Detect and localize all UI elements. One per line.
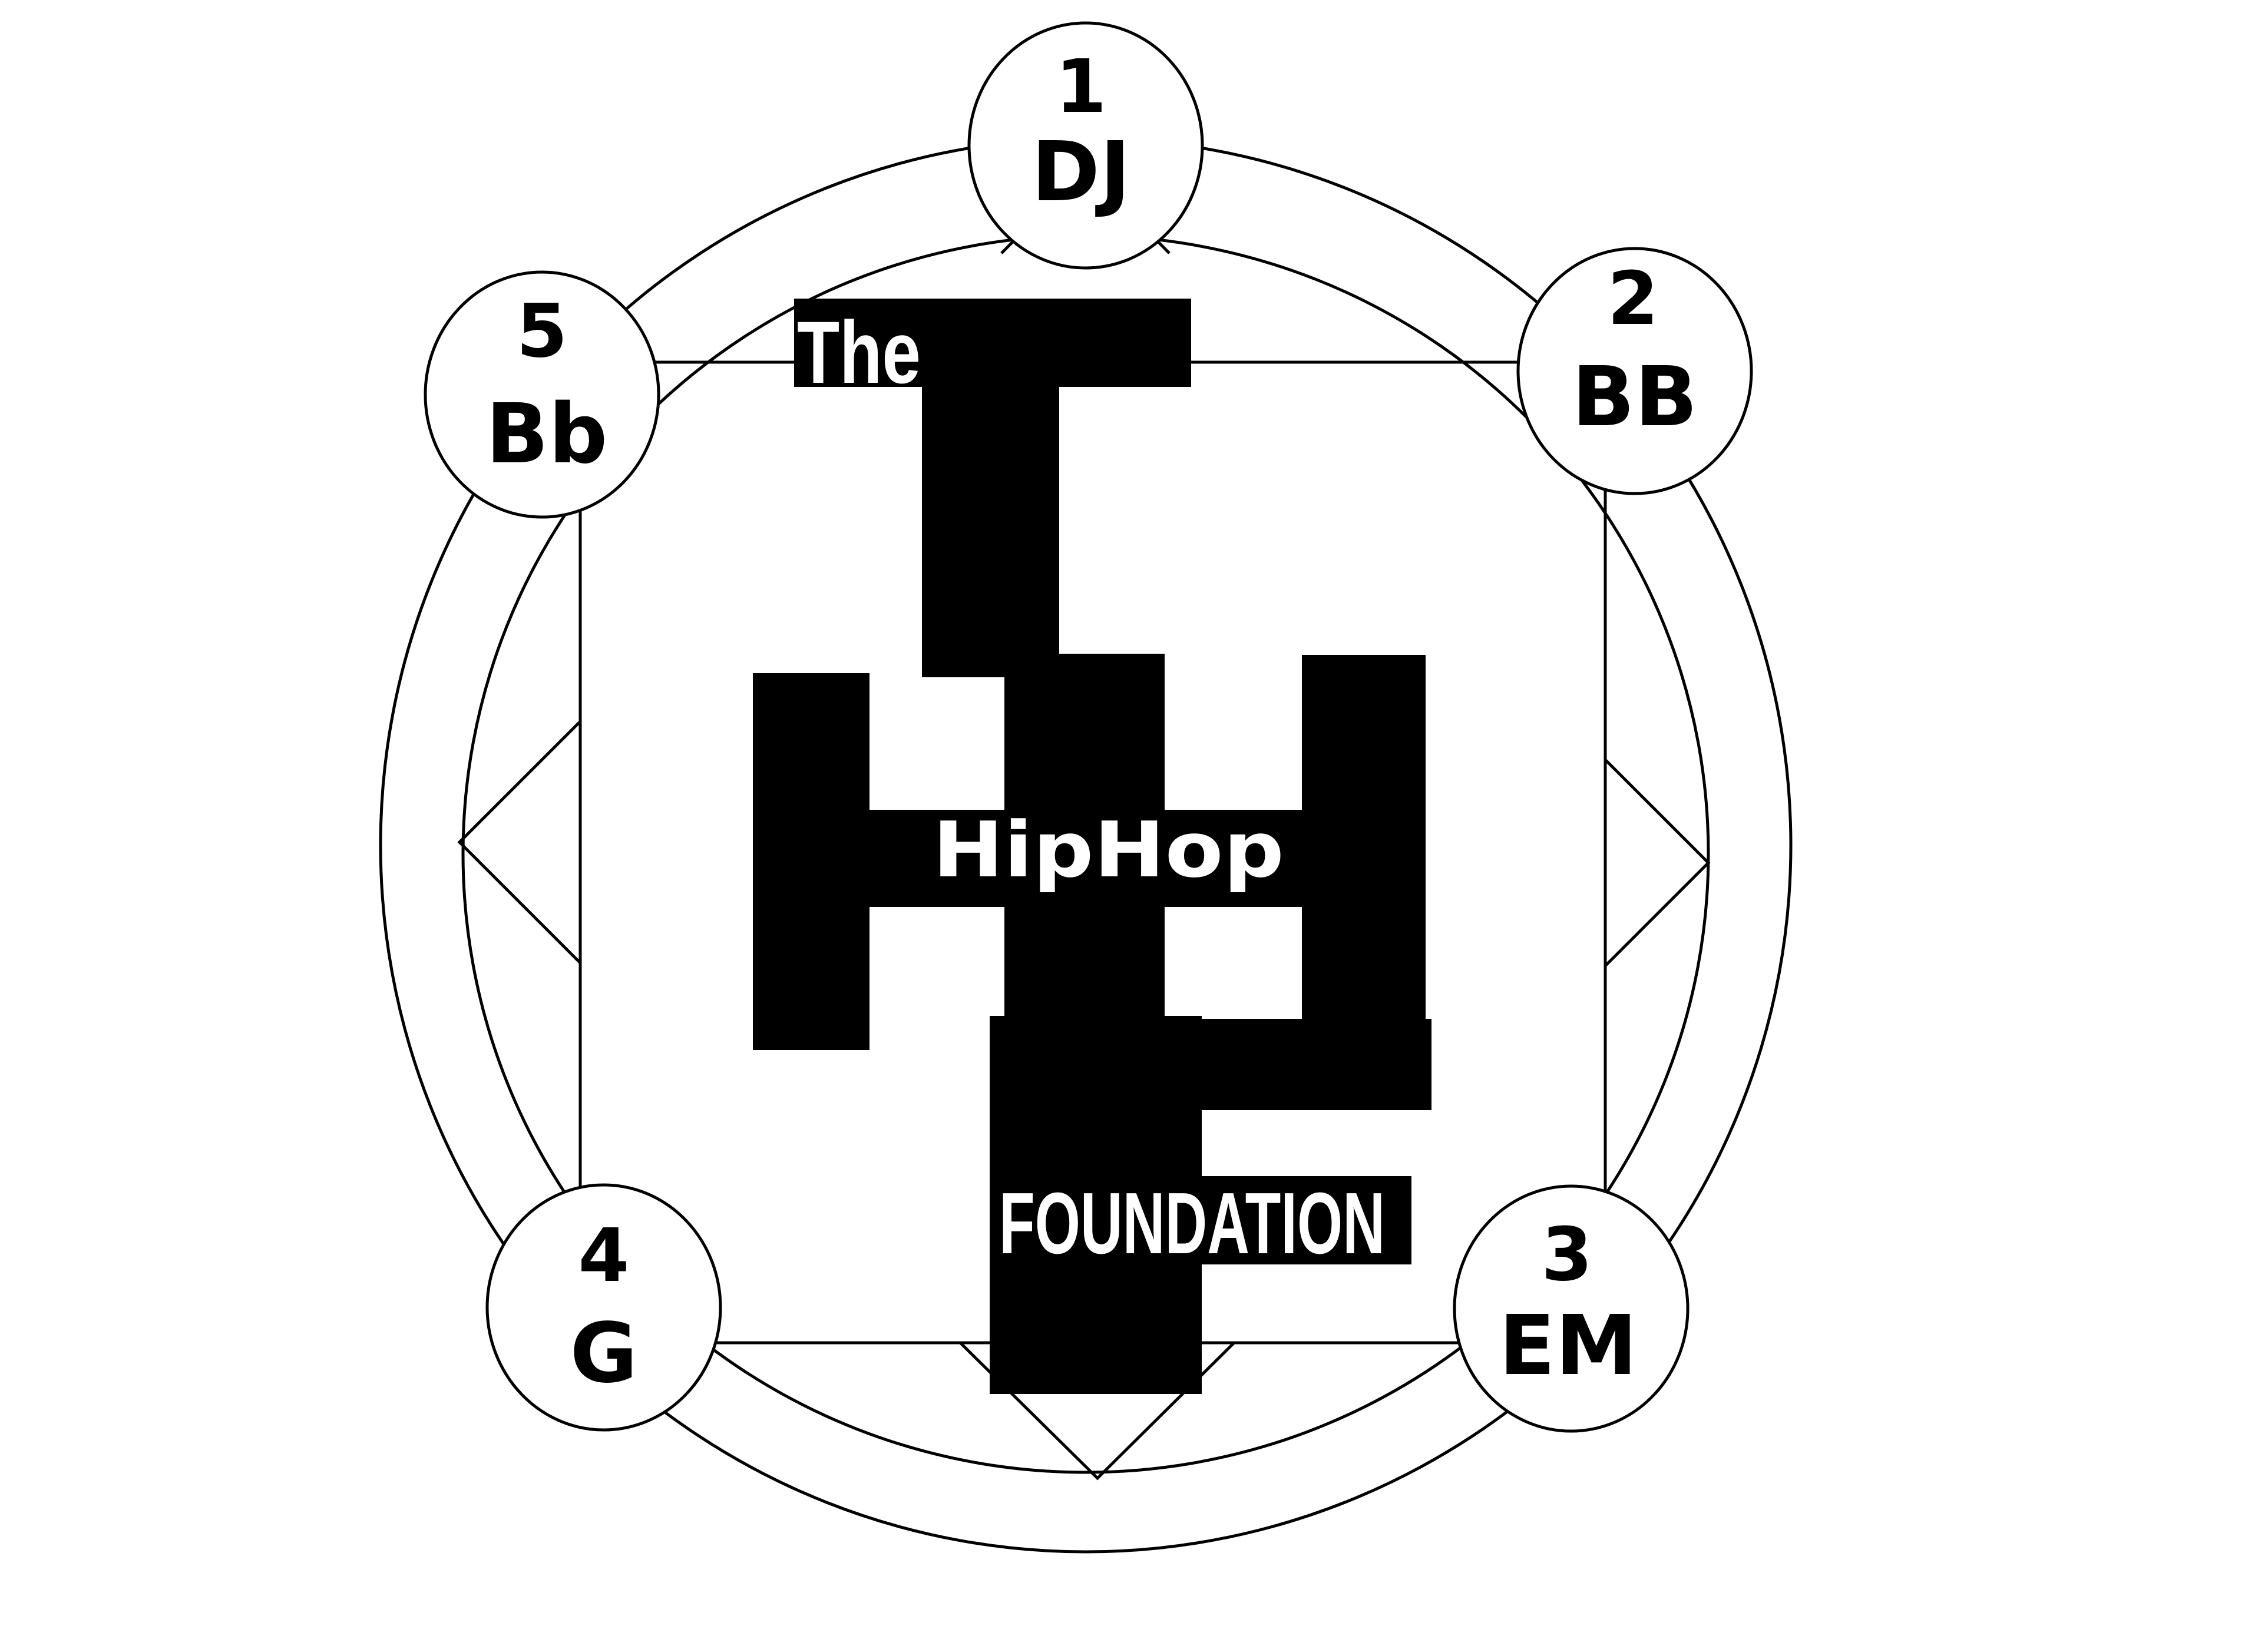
node-bb-lower: 5 Bb (424, 270, 660, 519)
diamond-point-right (1604, 759, 1711, 967)
node-number: 2 (1608, 256, 1659, 342)
node-circle (485, 1183, 722, 1432)
node-circle (424, 270, 660, 519)
hf-logo-mark (753, 299, 1431, 1394)
node-code: Bb (486, 386, 608, 482)
node-dj: 1 DJ (967, 21, 1204, 270)
node-number: 1 (1056, 44, 1107, 130)
node-number: 3 (1542, 1212, 1593, 1297)
node-code: G (570, 1306, 638, 1402)
f-stem (990, 1016, 1202, 1394)
node-number: 4 (578, 1213, 630, 1299)
node-circle (1516, 247, 1753, 495)
f-arm (1172, 1176, 1411, 1264)
t-stem (922, 377, 1059, 677)
node-code: BB (1572, 349, 1697, 445)
h-left-column (753, 673, 869, 1050)
node-em: 3 EM (1453, 1184, 1690, 1433)
node-circle (967, 21, 1204, 270)
node-bb: 2 BB (1516, 247, 1753, 495)
logo-foundation: FOUNDATION (999, 1175, 1385, 1272)
logo-the: The (797, 303, 921, 402)
node-number: 5 (517, 289, 568, 374)
node-code: DJ (1031, 124, 1130, 220)
t-bar (794, 299, 1191, 387)
h-inner-left (1004, 654, 1165, 1025)
h-right-column (1302, 655, 1426, 1058)
node-code: EM (1499, 1298, 1638, 1394)
diamond-point-left (457, 720, 581, 964)
node-circle (1453, 1184, 1690, 1433)
node-g: 4 G (485, 1183, 722, 1432)
logo-hiphop: HipHop (933, 805, 1284, 895)
logo-text: The HipHop FOUNDATION (797, 303, 1385, 1272)
